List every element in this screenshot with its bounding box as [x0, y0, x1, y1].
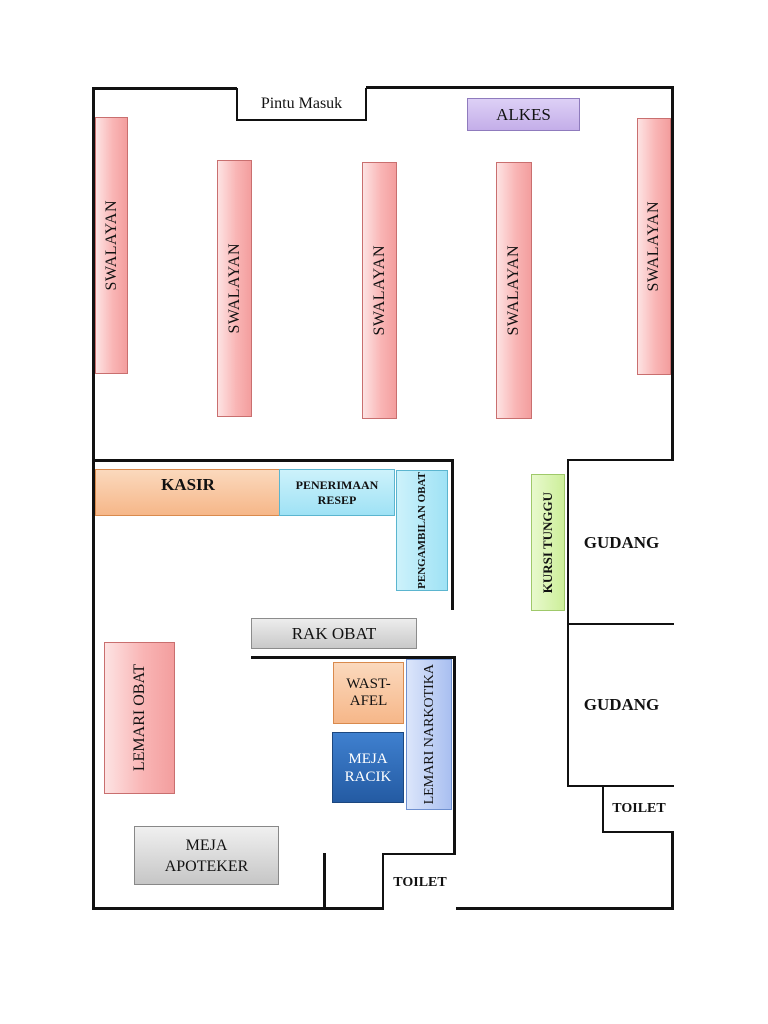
- alkes-shelf: ALKES: [467, 98, 580, 131]
- swalayan-label-1: SWALAYAN: [102, 200, 120, 291]
- gudang-label-2: GUDANG: [583, 695, 660, 714]
- entrance-label: Pintu Masuk: [260, 94, 343, 112]
- rak-obat-label: RAK OBAT: [291, 623, 377, 643]
- swalayan-label-2: SWALAYAN: [225, 243, 243, 334]
- kursi-tunggu-label: KURSI TUNGGU: [540, 491, 555, 594]
- meja-apoteker-label: MEJA APOTEKER: [164, 836, 249, 875]
- kasir-counter: KASIR: [95, 469, 281, 516]
- kasir-label: KASIR: [161, 475, 215, 494]
- toilet-room-bottom: TOILET: [382, 853, 456, 910]
- swalayan-label-3: SWALAYAN: [370, 245, 388, 336]
- gudang-room-1: GUDANG: [567, 459, 674, 626]
- penerimaan-resep-counter: PENERIMAAN RESEP: [279, 469, 395, 516]
- inner-wall-stub: [323, 853, 326, 910]
- alkes-label: ALKES: [496, 104, 551, 124]
- swalayan-shelf-4: SWALAYAN: [496, 162, 532, 419]
- rak-obat: RAK OBAT: [251, 618, 417, 649]
- wall-top-right: [366, 86, 674, 89]
- pengambilan-obat-counter: PENGAMBILAN OBAT: [396, 470, 448, 591]
- meja-racik-label: MEJA RACIK: [344, 750, 392, 785]
- pengambilan-obat-label: PENGAMBILAN OBAT: [416, 472, 428, 589]
- swalayan-shelf-3: SWALAYAN: [362, 162, 397, 419]
- wall-left: [92, 87, 95, 910]
- gudang-label-1: GUDANG: [583, 532, 660, 552]
- wastafel-label: WAST-AFEL: [346, 676, 391, 709]
- wastafel: WAST-AFEL: [333, 662, 404, 724]
- inner-wall-horizontal: [251, 656, 455, 659]
- lemari-narkotika-label: LEMARI NARKOTIKA: [421, 664, 437, 805]
- toilet-label-bottom: TOILET: [393, 874, 447, 890]
- pharmacy-wall-top: [93, 459, 454, 462]
- meja-apoteker: MEJA APOTEKER: [134, 826, 279, 885]
- toilet-room-right: TOILET: [602, 787, 674, 833]
- gudang-room-2: GUDANG: [567, 623, 674, 787]
- entrance-door[interactable]: Pintu Masuk: [236, 88, 367, 121]
- pharmacy-wall-right-upper: [451, 459, 454, 610]
- swalayan-label-5: SWALAYAN: [645, 201, 662, 292]
- kursi-tunggu: KURSI TUNGGU: [531, 474, 565, 611]
- lemari-obat: LEMARI OBAT: [104, 642, 175, 794]
- lemari-narkotika: LEMARI NARKOTIKA: [406, 659, 452, 810]
- swalayan-shelf-2: SWALAYAN: [217, 160, 252, 417]
- toilet-label-right: TOILET: [612, 801, 666, 816]
- lemari-obat-label: LEMARI OBAT: [130, 664, 148, 772]
- swalayan-label-4: SWALAYAN: [505, 245, 522, 336]
- swalayan-shelf-5: SWALAYAN: [637, 118, 671, 375]
- meja-racik: MEJA RACIK: [332, 732, 404, 803]
- wall-top-left: [93, 87, 237, 90]
- penerimaan-resep-label: PENERIMAAN RESEP: [295, 477, 379, 507]
- swalayan-shelf-1: SWALAYAN: [95, 117, 128, 374]
- inner-wall-vertical: [453, 656, 456, 910]
